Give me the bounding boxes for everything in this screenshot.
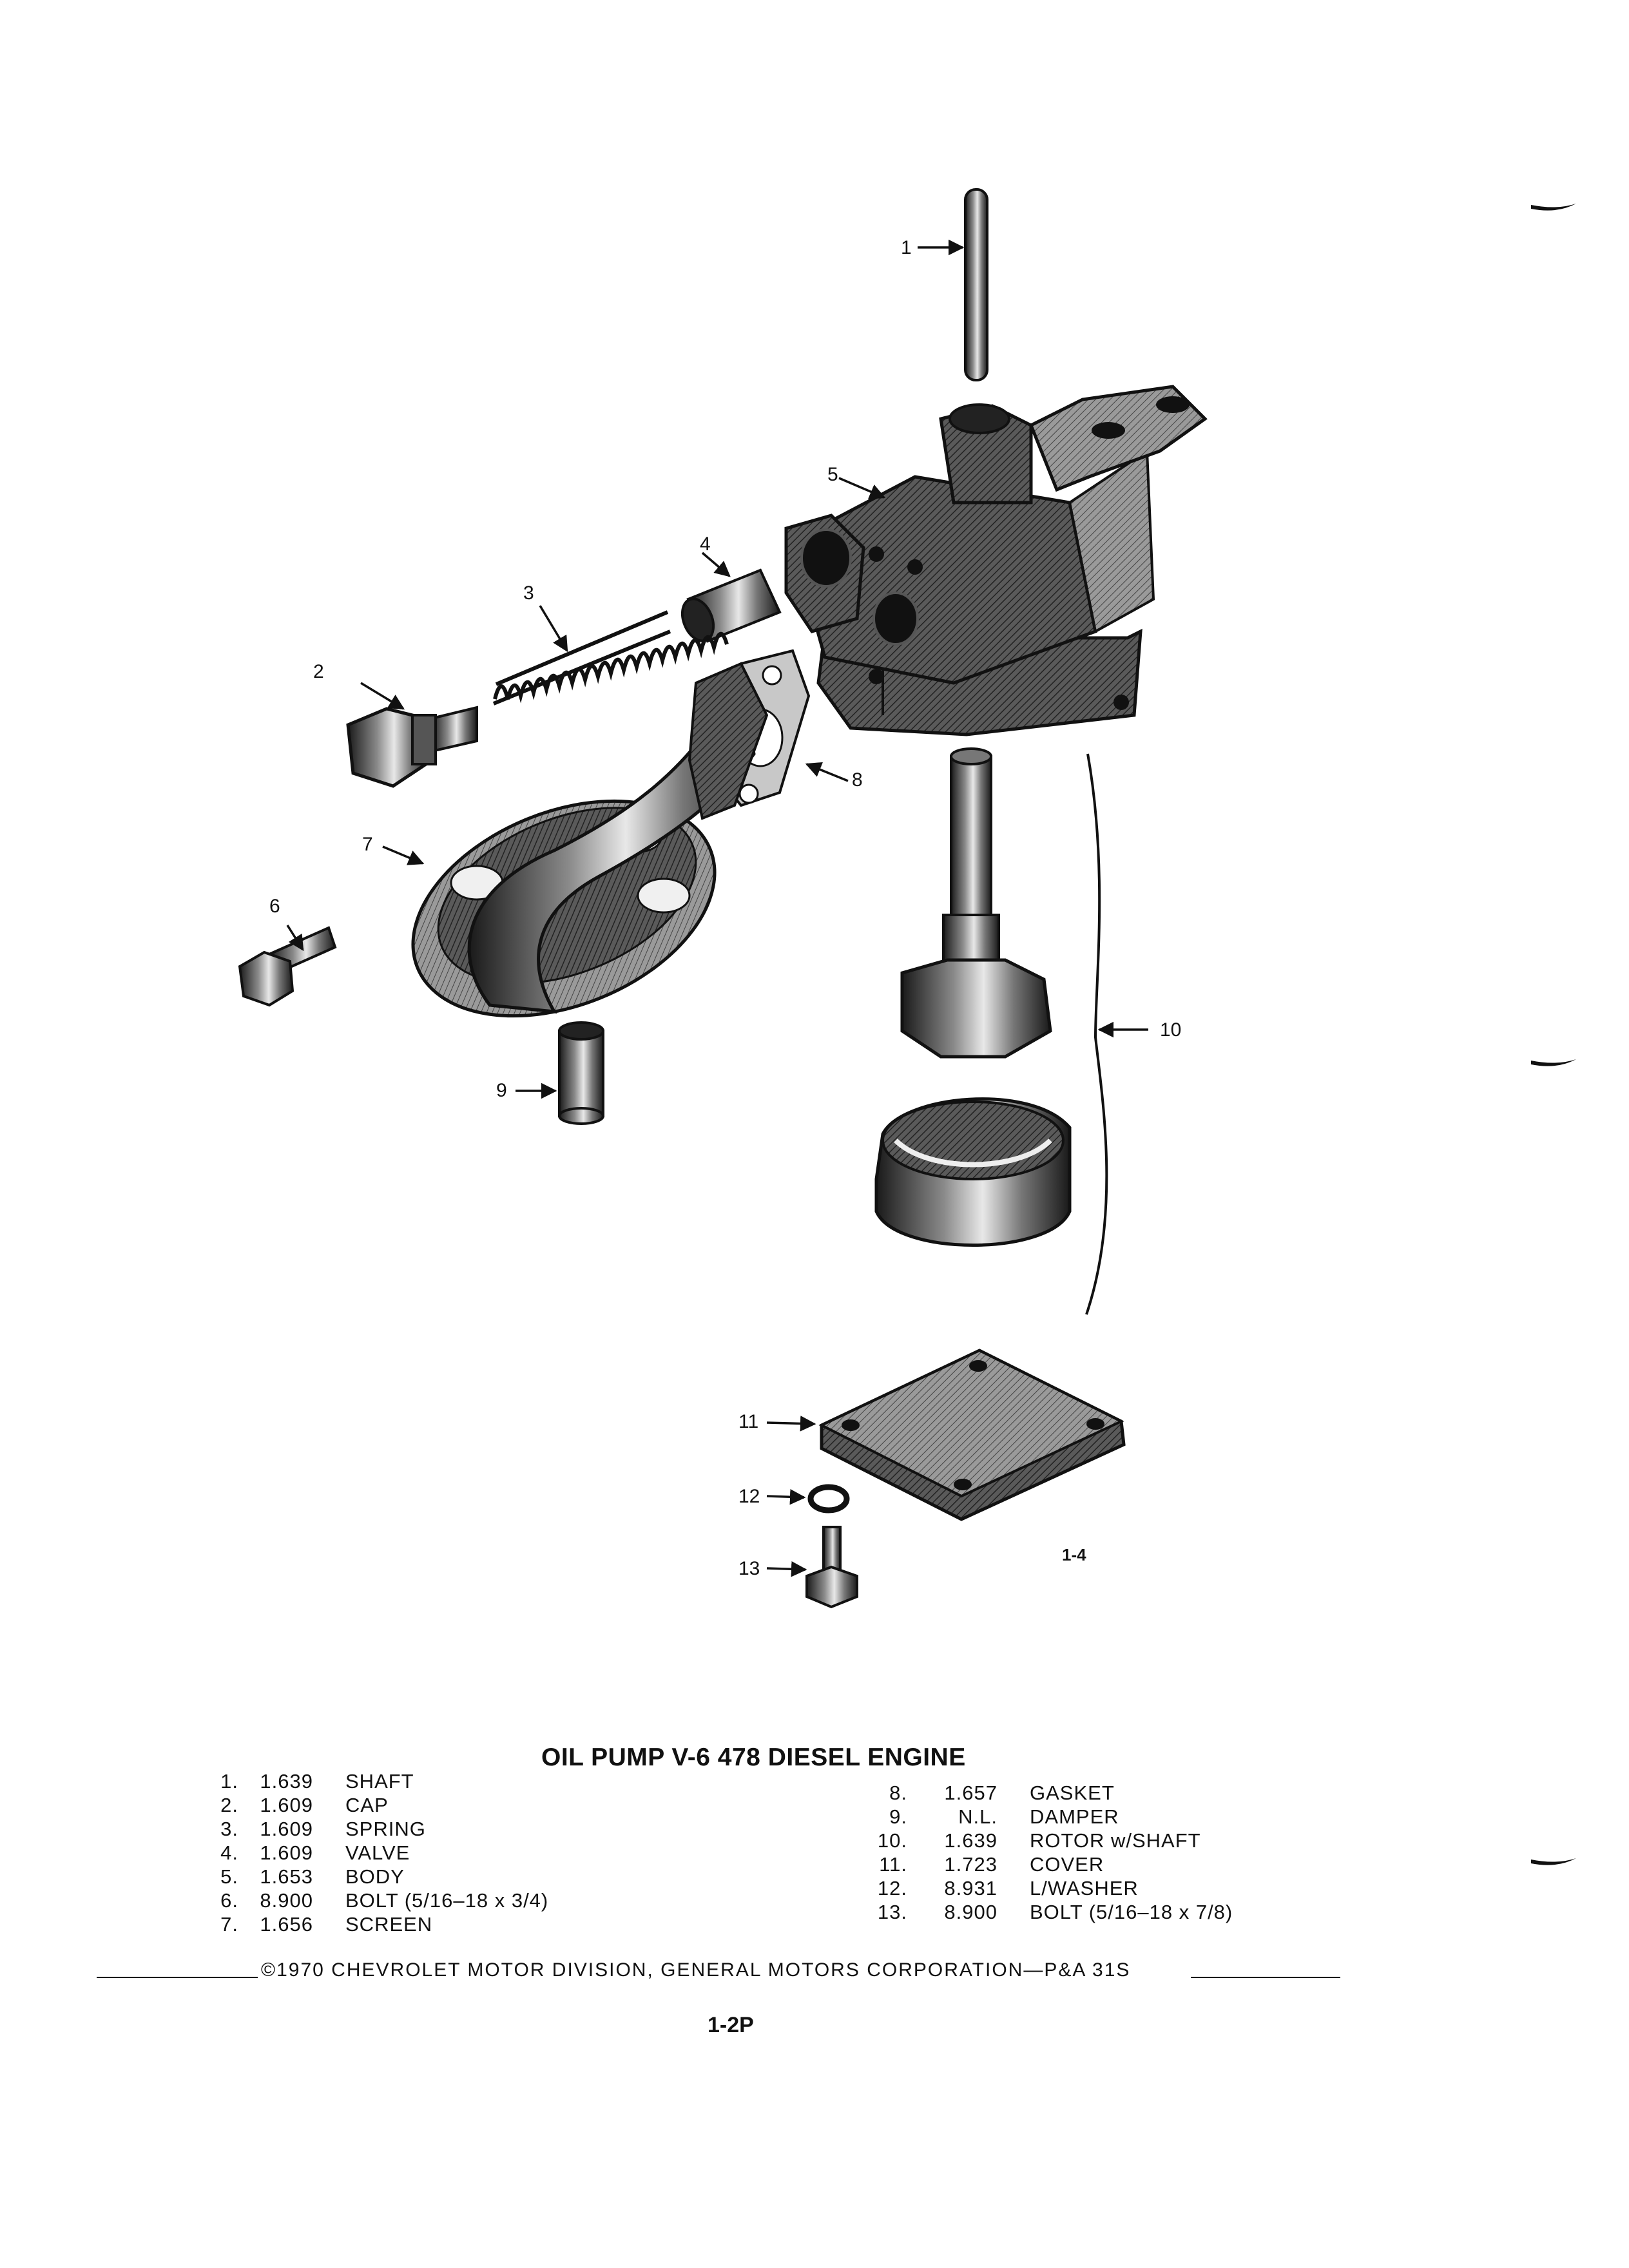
part-description: BODY [345,1865,405,1888]
callout-11: 11 [738,1411,758,1432]
part-description: VALVE [345,1841,410,1864]
item-number: 6. [220,1889,238,1912]
item-number: 9. [889,1805,907,1828]
callout-9: 9 [496,1080,507,1101]
page-number: 1-2P [708,2013,754,2037]
part-description: DAMPER [1030,1805,1119,1828]
group-number: N.L. [958,1805,998,1828]
parts-row: 4. 1.609 VALVE [193,1841,548,1865]
part-damper [558,1021,604,1125]
item-number: 11. [879,1853,907,1876]
item-number: 3. [220,1818,238,1840]
group-number: 1.609 [260,1818,313,1840]
callout-12: 12 [738,1486,760,1507]
callout-numbers: 1 2 3 4 5 6 7 8 9 10 11 12 13 1-4 [269,237,1181,1579]
part-description: BOLT (5/16–18 x 7/8) [1030,1901,1233,1923]
item-number: 2. [220,1794,238,1816]
part-cap [346,706,478,788]
part-bolt-6 [238,926,337,1007]
callout-8: 8 [852,769,863,791]
item-number: 7. [220,1913,238,1936]
part-description: BOLT (5/16–18 x 3/4) [345,1889,549,1912]
part-rotor-with-shaft [874,747,1108,1315]
copyright-footer: ©1970 CHEVROLET MOTOR DIVISION, GENERAL … [261,1959,1131,1981]
parts-row: 5. 1.653 BODY [193,1865,548,1888]
part-bolt-13 [805,1526,858,1609]
part-shaft [964,188,988,381]
part-description: SHAFT [345,1770,414,1792]
group-number: 1.653 [260,1865,313,1888]
callout-1: 1 [901,237,912,258]
group-number: 8.900 [944,1901,998,1923]
figure-number: 1-4 [1062,1545,1086,1564]
parts-row: 7. 1.656 SCREEN [193,1912,548,1936]
part-cover [818,1349,1126,1521]
callout-2: 2 [313,661,324,682]
item-number: 13. [877,1901,907,1923]
callout-5: 5 [827,464,838,485]
parts-row: 11. 1.723 COVER [863,1852,1233,1876]
callout-leaders [286,239,1148,1577]
part-description: SPRING [345,1818,426,1840]
edge-mark [1531,204,1576,211]
parts-row: 6. 8.900 BOLT (5/16–18 x 3/4) [193,1888,548,1912]
item-number: 1. [220,1770,238,1792]
group-number: 1.609 [260,1794,313,1816]
figure-title: OIL PUMP V-6 478 DIESEL ENGINE [541,1744,966,1771]
part-description: L/WASHER [1030,1877,1139,1899]
item-number: 4. [220,1841,238,1864]
group-number: 1.657 [944,1782,998,1804]
group-number: 1.639 [260,1770,313,1792]
parts-row: 2. 1.609 CAP [193,1793,548,1817]
part-description: CAP [345,1794,389,1816]
parts-row: 9. N.L. DAMPER [863,1805,1233,1829]
edge-mark [1531,1858,1576,1865]
item-number: 10. [877,1829,907,1852]
callout-7: 7 [362,834,373,855]
group-number: 1.656 [260,1913,313,1936]
part-description: COVER [1030,1853,1104,1876]
edge-mark [1531,1059,1576,1066]
callout-10: 10 [1160,1019,1181,1041]
callout-4: 4 [700,533,711,555]
parts-row: 13. 8.900 BOLT (5/16–18 x 7/8) [863,1900,1233,1924]
callout-13: 13 [738,1558,760,1579]
item-number: 8. [889,1782,907,1804]
group-number: 8.931 [944,1877,998,1899]
footer-rule-left [97,1977,258,1978]
parts-row: 12. 8.931 L/WASHER [863,1876,1233,1900]
part-body [784,385,1208,736]
footer-rule-right [1191,1977,1340,1978]
part-description: ROTOR w/SHAFT [1030,1829,1201,1852]
parts-row: 10. 1.639 ROTOR w/SHAFT [863,1829,1233,1852]
item-number: 5. [220,1865,238,1888]
callout-6: 6 [269,896,280,917]
callout-3: 3 [523,582,534,604]
parts-row: 8. 1.657 GASKET [863,1781,1233,1805]
part-screen [411,662,769,1018]
parts-list-right: 8. 1.657 GASKET 9. N.L. DAMPER 10. 1.639 ROTOR… [863,1781,1233,1924]
group-number: 1.639 [944,1829,998,1852]
parts-row: 3. 1.609 SPRING [193,1817,548,1841]
exploded-view-illustration: 1 2 3 4 5 6 7 8 9 10 11 12 13 1-4 [238,188,1208,1609]
group-number: 8.900 [260,1889,313,1912]
item-number: 12. [877,1877,907,1899]
part-description: GASKET [1030,1782,1115,1804]
part-valve [680,568,782,643]
part-spring [492,610,729,706]
part-description: SCREEN [345,1913,433,1936]
group-number: 1.723 [944,1853,998,1876]
parts-row: 1. 1.639 SHAFT [193,1769,548,1793]
group-number: 1.609 [260,1841,313,1864]
part-lock-washer [807,1484,850,1514]
